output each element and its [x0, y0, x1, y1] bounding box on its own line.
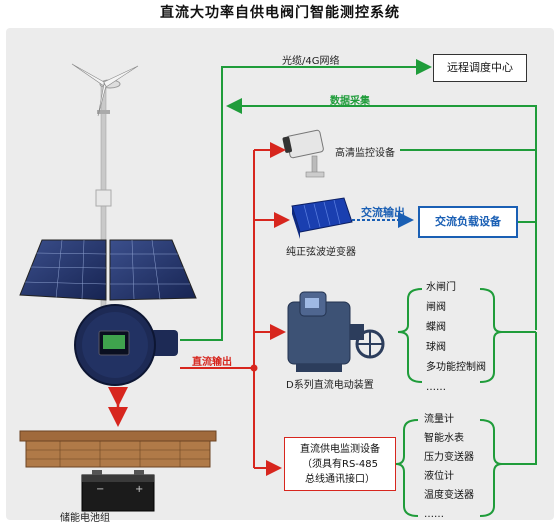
fiber-network-label: 光缆/4G网络	[282, 56, 340, 67]
svg-text:+: +	[135, 484, 143, 495]
list-item: 多功能控制阀	[426, 362, 486, 373]
monitor-line-2: （须具有RS-485	[302, 459, 378, 470]
dispatch-center-box: 远程调度中心	[433, 54, 527, 82]
diagram-title: 直流大功率自供电阀门智能测控系统	[160, 5, 400, 21]
list-item: 温度变送器	[424, 490, 474, 501]
data-collect-label: 数据采集	[330, 96, 370, 107]
instrument-list-brace	[395, 419, 419, 517]
valve-right-brace	[479, 288, 503, 383]
battery-icon: − +	[81, 470, 155, 512]
list-item: ……	[424, 509, 444, 520]
red-power-lines	[180, 142, 290, 476]
actuator-controller-icon	[74, 304, 178, 386]
list-item: 智能水表	[424, 433, 464, 444]
instrument-list: 流量计 智能水表 压力变送器 液位计 温度变送器 ……	[424, 410, 474, 524]
list-item: 水闸门	[426, 282, 456, 293]
electric-actuator-icon	[287, 291, 385, 372]
actuator-label: D系列直流电动装置	[286, 380, 374, 391]
monitor-line-3: 总线通讯接口）	[305, 474, 375, 485]
valve-list: 水闸门 闸阀 蝶阀 球阀 多功能控制阀 ……	[426, 278, 486, 398]
dc-output-label: 直流输出	[192, 357, 232, 368]
list-item: 液位计	[424, 471, 454, 482]
inverter-label: 纯正弦波逆变器	[286, 247, 356, 258]
inverter-icon	[291, 197, 353, 239]
green-network-lines	[180, 59, 537, 465]
camera-icon	[282, 129, 325, 178]
battery-label: 储能电池组	[60, 513, 110, 524]
monitor-line-1: 直流供电监测设备	[300, 444, 380, 455]
ac-load-box: 交流负载设备	[418, 206, 518, 238]
list-item: 压力变送器	[424, 452, 474, 463]
instrument-right-brace	[479, 419, 503, 517]
dc-monitor-box: 直流供电监测设备 （须具有RS-485 总线通讯接口）	[284, 437, 396, 491]
camera-label: 高清监控设备	[335, 148, 395, 159]
list-item: 球阀	[426, 342, 446, 353]
battery-cabinet-icon	[19, 430, 217, 468]
list-item: 蝶阀	[426, 322, 446, 333]
svg-text:−: −	[96, 484, 104, 495]
solar-panel-icon	[19, 239, 197, 301]
list-item: 闸阀	[426, 302, 446, 313]
wind-turbine-icon	[71, 63, 139, 331]
junction-dot	[250, 364, 258, 372]
valve-list-brace	[397, 288, 423, 383]
ac-output-label: 交流输出	[361, 206, 405, 219]
list-item: ……	[426, 382, 446, 393]
list-item: 流量计	[424, 414, 454, 425]
